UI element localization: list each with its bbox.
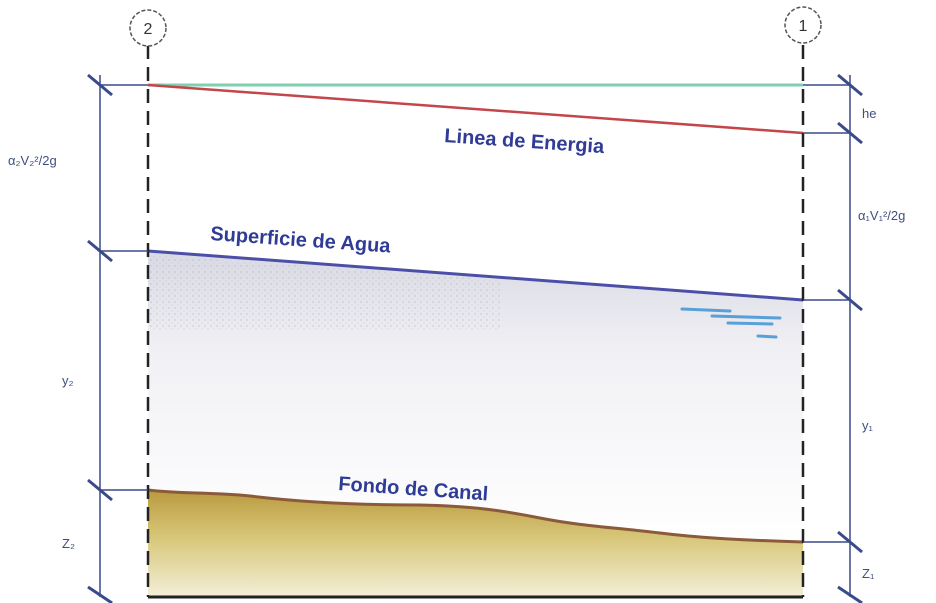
right-velocity-head-label: α₁V₁²/2g — [858, 208, 905, 223]
right-dimension — [803, 73, 863, 603]
right-depth-label: y₁ — [862, 418, 874, 433]
left-elevation-label: Z₂ — [62, 536, 75, 551]
section-1-marker: 1 — [784, 6, 822, 44]
section-1-label: 1 — [799, 18, 808, 35]
water-surface-line — [147, 249, 804, 302]
section-2-marker: 2 — [129, 9, 167, 47]
ripple-marks — [680, 307, 782, 339]
channel-bottom-line — [147, 488, 804, 544]
energy-line — [147, 83, 804, 135]
water-speckle — [148, 255, 500, 330]
section-2-label: 2 — [144, 21, 153, 38]
left-velocity-head-label: α₂V₂²/2g — [8, 153, 57, 168]
left-dimension — [87, 73, 148, 603]
energy-line-label: Linea de Energia — [444, 125, 606, 158]
right-elevation-label: Z₁ — [862, 566, 875, 581]
water-surface-label: Superficie de Agua — [210, 223, 392, 258]
left-depth-label: y₂ — [62, 373, 74, 388]
energy-loss-label: he — [862, 106, 876, 121]
channel-bed-fill — [148, 490, 803, 597]
